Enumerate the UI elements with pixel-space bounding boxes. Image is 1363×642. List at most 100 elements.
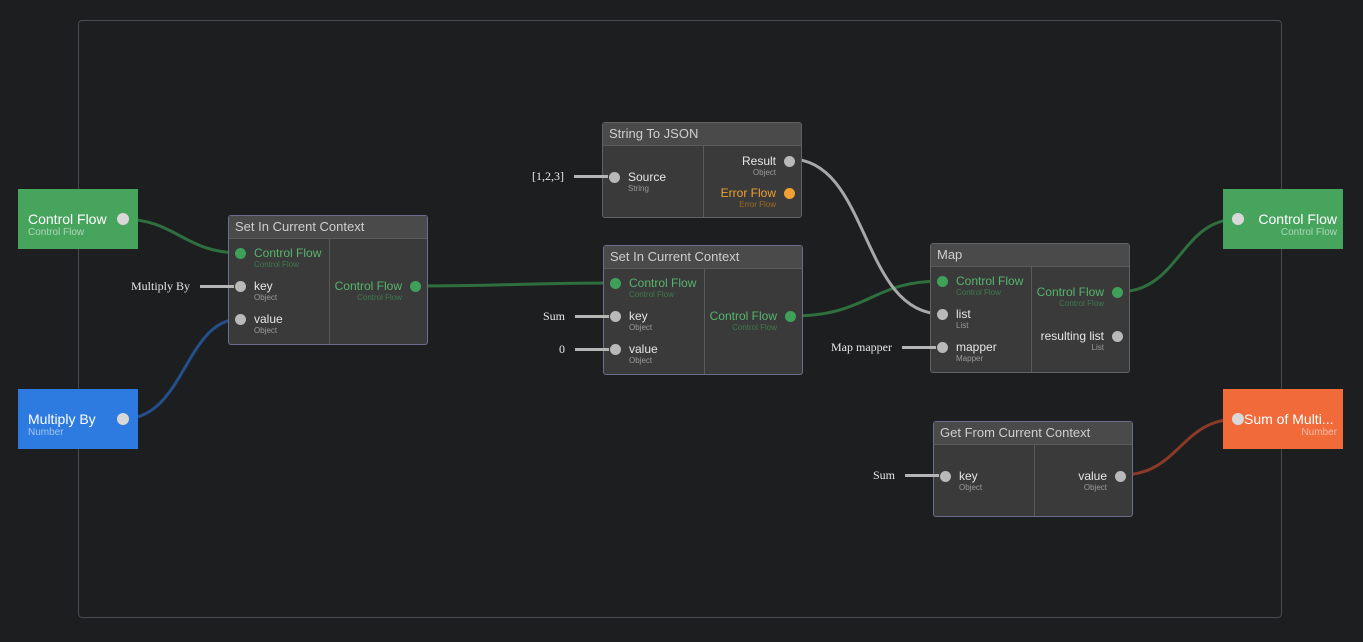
constant-wire xyxy=(905,474,939,477)
input-port-control-flow[interactable]: Control Flow Control Flow xyxy=(235,246,321,269)
port-label: Control Flow xyxy=(334,279,402,293)
port-label: key xyxy=(959,469,978,483)
input-port-value[interactable]: value Object xyxy=(235,312,283,335)
port-label: Control Flow xyxy=(629,276,697,290)
output-port-control-flow[interactable]: Control Flow Control Flow xyxy=(335,279,421,302)
port-dot[interactable] xyxy=(1112,287,1123,298)
graph-input-type: Control Flow xyxy=(28,227,85,238)
output-port-resulting-list[interactable]: resulting list List xyxy=(1041,329,1123,352)
output-port-dot[interactable] xyxy=(117,413,129,425)
graph-output-sum[interactable]: Sum of Multi... Number xyxy=(1223,389,1343,449)
output-port-control-flow[interactable]: Control Flow Control Flow xyxy=(710,309,796,332)
input-port-key[interactable]: key Object xyxy=(940,469,982,492)
port-label: value xyxy=(1078,469,1107,483)
constant-wire xyxy=(200,285,234,288)
port-label: value xyxy=(254,312,283,326)
output-port-control-flow[interactable]: Control Flow Control Flow xyxy=(1037,285,1123,308)
port-label: key xyxy=(629,309,648,323)
input-port-dot[interactable] xyxy=(1232,413,1244,425)
input-port-value[interactable]: value Object xyxy=(610,342,658,365)
output-port-error-flow[interactable]: Error Flow Error Flow xyxy=(721,186,795,209)
port-type: Object xyxy=(629,323,653,332)
output-port-dot[interactable] xyxy=(117,213,129,225)
graph-input-multiply-by[interactable]: Multiply By Number xyxy=(18,389,138,449)
port-dot[interactable] xyxy=(235,314,246,325)
input-port-source[interactable]: Source String xyxy=(609,170,666,193)
node-divider xyxy=(1031,267,1032,372)
constant-wire xyxy=(902,346,936,349)
input-port-mapper[interactable]: mapper Mapper xyxy=(937,340,997,363)
graph-input-control-flow[interactable]: Control Flow Control Flow xyxy=(18,189,138,249)
input-port-dot[interactable] xyxy=(1232,213,1244,225)
input-port-control-flow[interactable]: Control Flow Control Flow xyxy=(937,274,1023,297)
port-label: Control Flow xyxy=(956,274,1024,288)
port-dot[interactable] xyxy=(937,276,948,287)
port-dot[interactable] xyxy=(235,248,246,259)
constant-key-value[interactable]: Multiply By xyxy=(130,279,190,293)
port-type: List xyxy=(1091,343,1104,352)
port-dot[interactable] xyxy=(785,311,796,322)
constant-wire xyxy=(575,315,609,318)
constant-key-value[interactable]: Sum xyxy=(542,309,565,323)
port-dot[interactable] xyxy=(784,188,795,199)
node-title[interactable]: Set In Current Context xyxy=(229,216,427,239)
port-type: List xyxy=(956,321,969,330)
node-title[interactable]: String To JSON xyxy=(603,123,801,146)
port-type: String xyxy=(628,184,649,193)
port-dot[interactable] xyxy=(1115,471,1126,482)
port-dot[interactable] xyxy=(609,172,620,183)
port-dot[interactable] xyxy=(937,309,948,320)
port-dot[interactable] xyxy=(610,278,621,289)
port-type: Control Flow xyxy=(254,260,299,269)
node-map[interactable]: Map Control Flow Control Flow list List … xyxy=(930,243,1130,373)
port-type: Object xyxy=(752,168,776,177)
port-dot[interactable] xyxy=(940,471,951,482)
port-type: Object xyxy=(959,483,983,492)
constant-source-value[interactable]: [1,2,3] xyxy=(532,169,564,183)
node-title[interactable]: Get From Current Context xyxy=(934,422,1132,445)
input-port-key[interactable]: key Object xyxy=(610,309,652,332)
node-get-from-current-context[interactable]: Get From Current Context key Object valu… xyxy=(933,421,1133,517)
graph-canvas-frame xyxy=(78,20,1282,618)
port-dot[interactable] xyxy=(610,344,621,355)
graph-input-name: Control Flow xyxy=(28,211,107,227)
port-dot[interactable] xyxy=(1112,331,1123,342)
port-dot[interactable] xyxy=(610,311,621,322)
constant-wire xyxy=(575,348,609,351)
port-label: value xyxy=(629,342,658,356)
input-port-list[interactable]: list List xyxy=(937,307,971,330)
node-string-to-json[interactable]: String To JSON Source String Result Obje… xyxy=(602,122,802,218)
node-divider xyxy=(703,146,704,217)
graph-output-type: Number xyxy=(1301,427,1337,438)
output-port-result[interactable]: Result Object xyxy=(742,154,795,177)
port-label: list xyxy=(956,307,971,321)
port-label: mapper xyxy=(956,340,997,354)
node-set-in-current-context-1[interactable]: Set In Current Context Control Flow Cont… xyxy=(228,215,428,345)
node-set-in-current-context-2[interactable]: Set In Current Context Control Flow Cont… xyxy=(603,245,803,375)
port-dot[interactable] xyxy=(410,281,421,292)
port-label: Control Flow xyxy=(254,246,322,260)
output-port-value[interactable]: value Object xyxy=(1078,469,1126,492)
node-title[interactable]: Map xyxy=(931,244,1129,267)
port-dot[interactable] xyxy=(784,156,795,167)
port-label: Source xyxy=(628,170,667,184)
graph-output-name: Sum of Multi... xyxy=(1244,411,1334,427)
graph-input-name: Multiply By xyxy=(28,411,96,427)
input-port-key[interactable]: key Object xyxy=(235,279,277,302)
graph-output-control-flow[interactable]: Control Flow Control Flow xyxy=(1223,189,1343,249)
constant-wire xyxy=(574,175,608,178)
port-dot[interactable] xyxy=(235,281,246,292)
port-label: key xyxy=(254,279,273,293)
port-type: Mapper xyxy=(956,354,984,363)
constant-value-value[interactable]: 0 xyxy=(559,342,565,356)
constant-mapper-value[interactable]: Map mapper xyxy=(831,340,892,354)
graph-input-type: Number xyxy=(28,427,64,438)
port-dot[interactable] xyxy=(937,342,948,353)
input-port-control-flow[interactable]: Control Flow Control Flow xyxy=(610,276,696,299)
port-type: Object xyxy=(254,293,278,302)
node-title[interactable]: Set In Current Context xyxy=(604,246,802,269)
node-divider xyxy=(1034,445,1035,516)
graph-output-name: Control Flow xyxy=(1258,211,1337,227)
port-type: Object xyxy=(629,356,653,365)
constant-key-value[interactable]: Sum xyxy=(872,468,895,482)
